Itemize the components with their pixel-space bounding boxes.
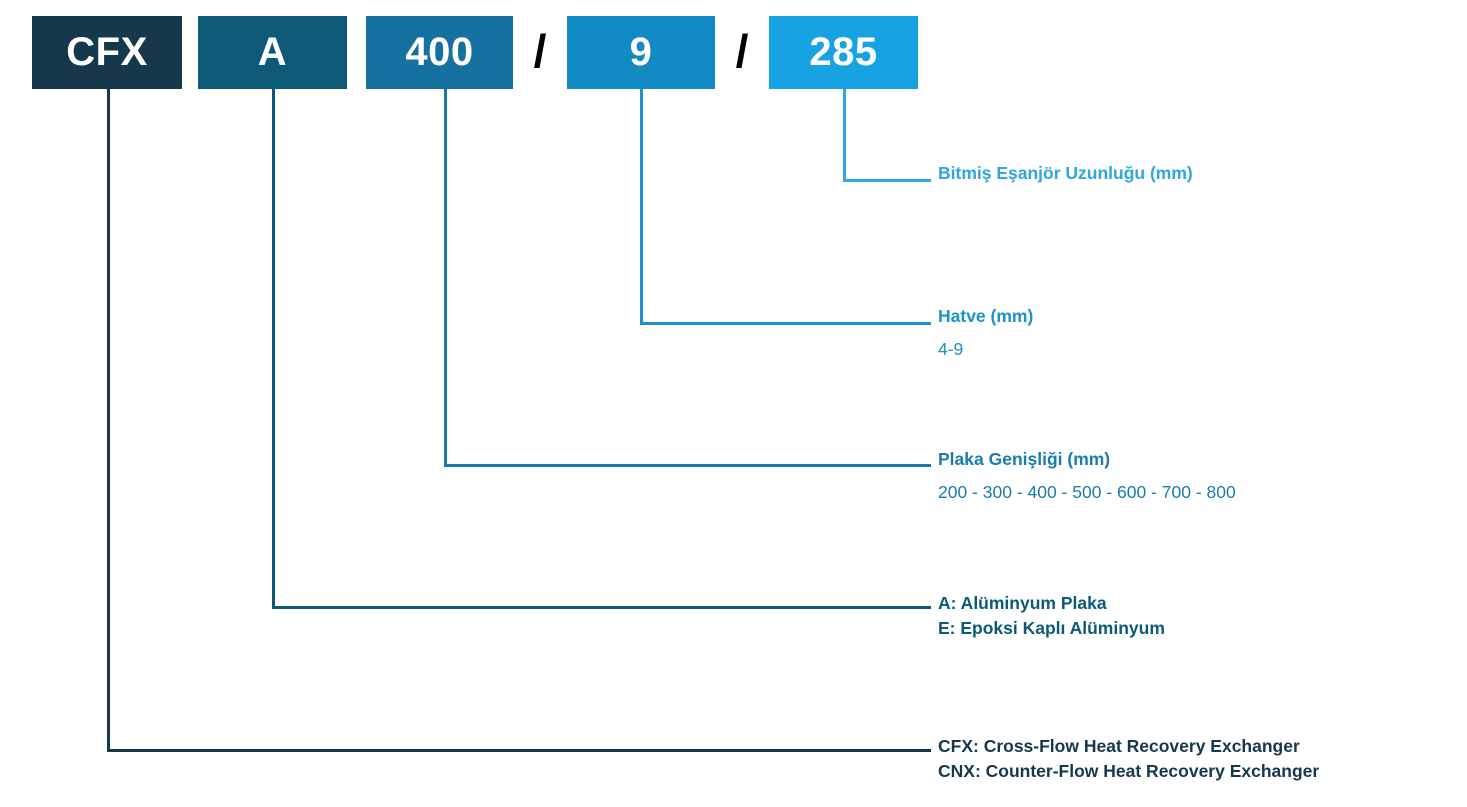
separator-slash: / [533, 25, 547, 77]
legend-pitch-values: 4-9 [938, 339, 964, 359]
legend-plate-width: Plaka Genişliği (mm) 200 - 300 - 400 - 5… [938, 448, 1458, 503]
legend-plate-width-values: 200 - 300 - 400 - 500 - 600 - 700 - 800 [938, 482, 1236, 502]
legend-series: CFX: Cross-Flow Heat Recovery Exchanger … [938, 734, 1458, 784]
legend-series-option-cfx: CFX: Cross-Flow Heat Recovery Exchanger [938, 736, 1300, 756]
connector-line-material [272, 89, 931, 609]
connector-line-pitch [640, 89, 931, 325]
legend-material-option-e: E: Epoksi Kaplı Alüminyum [938, 618, 1165, 638]
legend-material: A: Alüminyum Plaka E: Epoksi Kaplı Alümi… [938, 591, 1458, 641]
legend-material-option-a: A: Alüminyum Plaka [938, 593, 1107, 613]
separator-slash: / [735, 25, 749, 77]
connector-line-series [107, 89, 931, 752]
legend-pitch-title: Hatve (mm) [938, 306, 1034, 326]
connector-line-finished-length [843, 89, 931, 182]
legend-finished-length: Bitmiş Eşanjör Uzunluğu (mm) [938, 162, 1458, 184]
code-segment-pitch: 9 [567, 16, 715, 89]
code-segment-material: A [198, 16, 347, 89]
code-segment-plate-width: 400 [366, 16, 513, 89]
legend-pitch: Hatve (mm) 4-9 [938, 305, 1458, 360]
connector-line-plate-width [444, 89, 931, 467]
legend-series-option-cnx: CNX: Counter-Flow Heat Recovery Exchange… [938, 761, 1320, 781]
legend-finished-length-title: Bitmiş Eşanjör Uzunluğu (mm) [938, 163, 1193, 183]
legend-plate-width-title: Plaka Genişliği (mm) [938, 449, 1111, 469]
code-segment-series: CFX [32, 16, 182, 89]
code-segment-finished-length: 285 [769, 16, 918, 89]
